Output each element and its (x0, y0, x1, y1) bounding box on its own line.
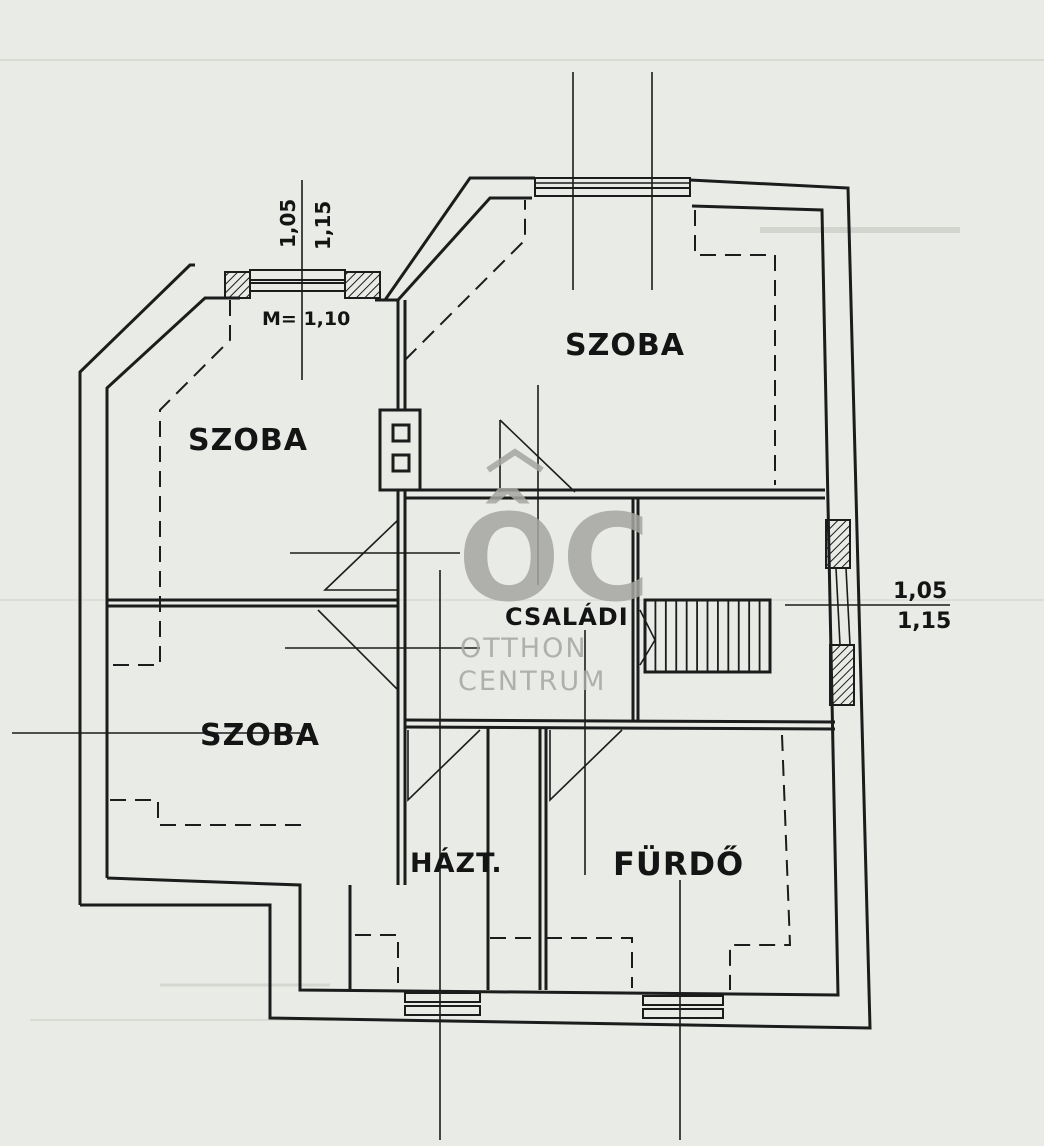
dashed-lines (110, 200, 792, 990)
dim-right-window-width: 1,05 (893, 579, 947, 604)
windows (224, 177, 855, 1019)
room-label-szoba-left-lower: SZOBA (200, 718, 320, 753)
dimension-labels: 1,05 1,15 M= 1,10 1,05 1,15 (262, 199, 951, 634)
room-label-csaladi: CSALÁDI (505, 602, 629, 631)
staircase (639, 598, 772, 674)
room-label-hazt: HÁZT. (410, 847, 503, 879)
watermark-logo: ÔC OTTHON CENTRUM (458, 448, 652, 697)
dim-right-window-height: 1,15 (897, 609, 951, 634)
dim-left-window-height: 1,15 (311, 201, 335, 250)
room-labels: SZOBA SZOBA SZOBA CSALÁDI HÁZT. FÜRDŐ (188, 328, 744, 883)
watermark-logo-text: ÔC (458, 489, 652, 629)
dim-sill-height: M= 1,10 (262, 308, 350, 330)
outer-walls (78, 176, 872, 1030)
room-label-furdo: FÜRDŐ (613, 844, 744, 883)
door-swings (317, 419, 623, 802)
section-lines (12, 72, 950, 1140)
dim-left-window-width: 1,05 (276, 199, 300, 248)
chimney (378, 408, 422, 492)
watermark-line1: OTTHON (460, 633, 588, 664)
interior-walls (107, 300, 836, 990)
room-label-szoba-left-upper: SZOBA (188, 423, 308, 458)
watermark-line2: CENTRUM (458, 666, 606, 697)
room-label-szoba-top-right: SZOBA (565, 328, 685, 363)
